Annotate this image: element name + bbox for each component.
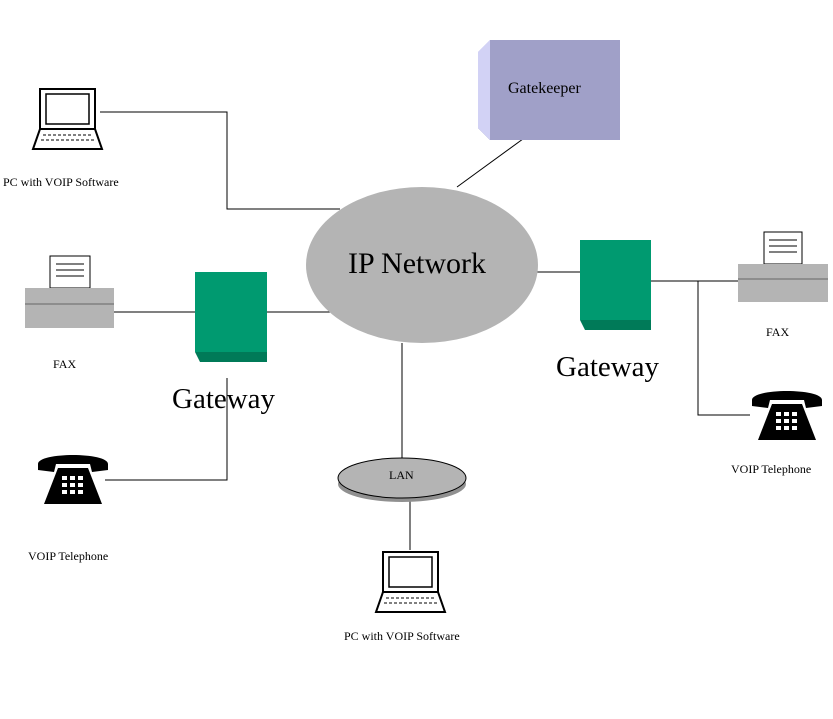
gatekeeper-label: Gatekeeper: [508, 80, 581, 97]
pc-top-left-label: PC with VOIP Software: [3, 175, 119, 189]
laptop-icon: [31, 88, 104, 150]
telephone-icon: [752, 391, 822, 440]
gateway-left-icon: [195, 272, 267, 362]
fax-icon: [25, 255, 114, 328]
fax-icon: [738, 231, 828, 302]
gateway-right-label: Gateway: [556, 351, 660, 383]
ip-network-cloud: [306, 187, 538, 343]
link-phone-right: [697, 281, 750, 416]
telephone-icon: [38, 455, 108, 504]
fax-left-label: FAX: [53, 357, 77, 371]
fax-right-label: FAX: [766, 325, 790, 339]
ip-network-label: IP Network: [348, 247, 487, 280]
link-phone-left: [105, 378, 228, 481]
link-pc-top-left: [100, 111, 340, 210]
lan-label: LAN: [389, 468, 414, 482]
laptop-icon: [374, 551, 447, 613]
gateway-left-label: Gateway: [172, 383, 276, 415]
gatekeeper-icon: [478, 40, 620, 140]
gateway-right-icon: [580, 240, 651, 330]
lan-icon: [337, 457, 467, 502]
connection-lines: [100, 111, 750, 550]
phone-left-label: VOIP Telephone: [28, 549, 109, 563]
phone-right-label: VOIP Telephone: [731, 462, 812, 476]
pc-bottom-label: PC with VOIP Software: [344, 629, 460, 643]
